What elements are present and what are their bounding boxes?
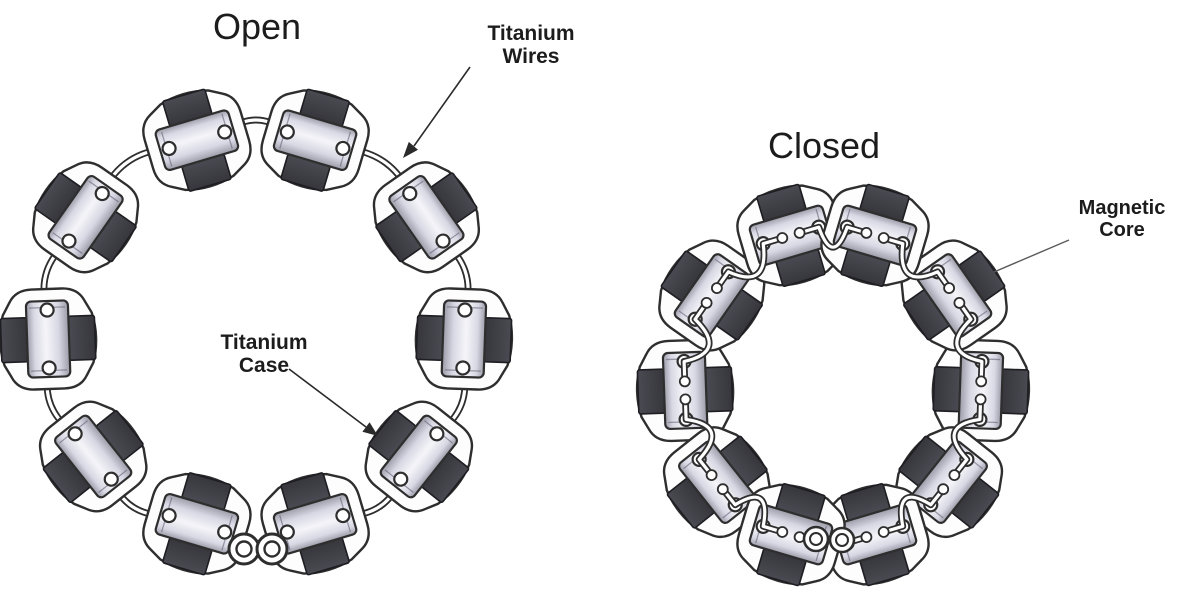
magnetic-core-label-line1: Magnetic <box>1079 197 1166 219</box>
titanium-case <box>154 109 240 172</box>
magnetic-core <box>704 366 734 413</box>
wire-hole <box>279 124 295 140</box>
wire-ball <box>975 375 988 388</box>
wire-ball <box>679 393 692 406</box>
titanium-bead <box>364 400 474 513</box>
wire-hole <box>457 302 473 318</box>
titanium-bead <box>736 482 846 587</box>
wire-hole <box>335 140 351 157</box>
wire-hole <box>217 524 233 540</box>
wire-hole <box>61 233 77 249</box>
magnetic-core-label-line2: Core <box>1099 219 1145 241</box>
titanium-case-arrowhead-icon <box>362 422 378 436</box>
wire-hole <box>39 302 55 318</box>
wire-ball <box>776 232 789 244</box>
closed-ring <box>635 183 1031 587</box>
titanium-case-label-line2: Case <box>239 354 289 377</box>
titanium-bead <box>260 472 370 576</box>
magnetic-core-leader-line <box>993 239 1070 273</box>
titanium-bead <box>635 338 735 443</box>
wire-hole <box>161 507 177 524</box>
wire-hole <box>335 507 351 524</box>
titanium-bead <box>0 287 98 391</box>
magnetic-core <box>0 317 29 364</box>
titanium-wires-label-line1: Titanium <box>487 22 574 45</box>
titanium-case <box>440 299 488 379</box>
titanium-wires-arrowhead-icon <box>403 141 418 158</box>
wire-hole <box>455 360 471 376</box>
open-ring-beads <box>0 88 514 576</box>
wire-hole <box>161 140 177 157</box>
titanium-bead <box>372 161 481 274</box>
wire-hole <box>435 233 451 249</box>
closed-ring-beads <box>635 183 1031 587</box>
wire-ball <box>716 483 729 496</box>
closed-state-title: Closed <box>768 125 880 166</box>
titanium-case <box>24 299 72 379</box>
magnetic-core <box>932 366 962 413</box>
wire-ball <box>678 375 691 388</box>
open-ring <box>0 88 514 576</box>
titanium-bead <box>142 88 252 192</box>
wire-ball <box>943 282 955 295</box>
closed-ring-clasp <box>802 525 856 554</box>
wire-ball <box>793 226 806 239</box>
titanium-wires-annotation: Titanium Wires <box>403 22 575 158</box>
wire-hole <box>217 124 233 140</box>
titanium-wires-arrow-line <box>413 66 471 147</box>
wire-ball <box>705 469 718 482</box>
wire-hole <box>429 426 445 442</box>
magnetic-core <box>483 317 513 364</box>
wire-hole <box>279 524 295 540</box>
titanium-wires-label-line2: Wires <box>502 45 559 68</box>
wire-hole <box>67 426 83 442</box>
titanium-case <box>957 350 1005 431</box>
titanium-case <box>154 492 240 555</box>
open-state-title: Open <box>213 6 301 47</box>
titanium-case <box>832 204 918 267</box>
titanium-bead <box>931 338 1031 443</box>
magnetic-core <box>636 368 666 415</box>
wire-ball <box>776 526 789 538</box>
titanium-bead <box>142 472 252 576</box>
titanium-bead <box>38 400 148 513</box>
titanium-bead <box>260 88 370 192</box>
wire-ball <box>711 282 723 295</box>
titanium-case-annotation: Titanium Case <box>220 331 378 436</box>
titanium-bead <box>31 161 140 274</box>
magnetic-core <box>415 314 445 361</box>
wire-hole <box>103 471 119 487</box>
magnetic-core <box>67 314 97 361</box>
wire-ball <box>937 483 950 496</box>
wire-ball <box>860 531 873 543</box>
titanium-case <box>272 109 358 172</box>
magnetic-core <box>1000 368 1030 415</box>
magnetic-core-annotation: Magnetic Core <box>993 197 1166 273</box>
titanium-bead <box>820 183 930 288</box>
wire-ball <box>974 393 987 406</box>
open-ring-clasp <box>227 532 289 566</box>
wire-ball <box>860 226 873 239</box>
wire-hole <box>393 471 409 487</box>
wire-ball <box>877 232 890 244</box>
wire-hole <box>402 185 418 202</box>
wire-ball <box>700 296 713 309</box>
wire-ball <box>877 526 890 538</box>
titanium-case-label-line1: Titanium <box>220 331 307 354</box>
titanium-case <box>661 350 709 431</box>
titanium-case-arrow-line <box>288 368 367 428</box>
titanium-bead <box>414 287 514 391</box>
closed-ring-wire-balls <box>678 226 988 543</box>
wire-ball <box>953 296 966 309</box>
wire-hole <box>41 360 57 376</box>
wire-ball <box>948 469 961 482</box>
wire-hole <box>94 185 110 202</box>
